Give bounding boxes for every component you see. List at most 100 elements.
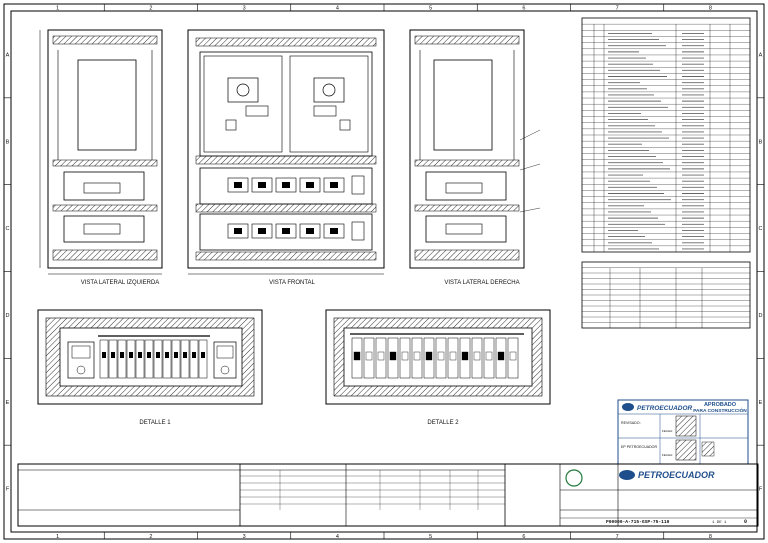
din-module (144, 339, 154, 379)
breaker-module (323, 177, 345, 193)
din-module (435, 337, 447, 379)
din-module (399, 337, 411, 379)
din-module-switch (156, 352, 160, 358)
breaker-module (275, 177, 297, 193)
breaker-module (251, 223, 273, 239)
breaker-handle (234, 182, 242, 188)
grid-row-label: D (6, 313, 10, 319)
din-module-switch (461, 351, 469, 361)
din-module (198, 339, 208, 379)
title-company: PETROECUADOR (638, 470, 715, 480)
din-module-switch (365, 351, 373, 361)
grid-col-label: 3 (243, 6, 246, 12)
breaker-handle (306, 182, 314, 188)
breaker-module (251, 177, 273, 193)
secondary-table (581, 261, 751, 329)
detail-2 (325, 309, 551, 405)
grid-col-label: 7 (616, 6, 619, 12)
stamp-status-2: PARA CONSTRUCCIÓN (693, 406, 747, 414)
stamp-row2-label: EP PETROECUADOR (621, 445, 657, 449)
din-module-switch (201, 352, 205, 358)
stamp-row2-sub: FECHA: (662, 453, 673, 457)
grid-col-label: 2 (149, 534, 152, 540)
grid-col-label: 1 (56, 534, 59, 540)
din-module (108, 339, 118, 379)
detail-1-label: DETALLE 1 (139, 420, 171, 426)
breaker-handle (330, 182, 338, 188)
din-module (180, 339, 190, 379)
breaker-module (299, 223, 321, 239)
din-module (411, 337, 423, 379)
din-module (153, 339, 163, 379)
grid-row-label: E (759, 400, 763, 406)
grid-col-label: 5 (429, 6, 432, 12)
right-side-view (409, 29, 541, 269)
breaker-handle (330, 228, 338, 234)
din-module-switch (183, 352, 187, 358)
din-module (99, 339, 109, 379)
doc-number: P00000-A-715-GSP-75-110 (606, 519, 670, 525)
din-module (495, 337, 507, 379)
grid-col-label: 6 (522, 6, 525, 12)
front-view (187, 29, 385, 275)
din-module-switch (147, 352, 151, 358)
breaker-handle (282, 228, 290, 234)
grid-col-label: 4 (336, 534, 339, 540)
stamp-company: PETROECUADOR (637, 405, 693, 412)
din-module-switch (509, 351, 517, 361)
din-module (189, 339, 199, 379)
grid-row-label: C (759, 226, 763, 232)
din-module-switch (138, 352, 142, 358)
petroecuador-logo-icon (622, 403, 634, 411)
breaker-module (323, 223, 345, 239)
din-module-switch (473, 351, 481, 361)
din-module (387, 337, 399, 379)
din-module-switch (102, 352, 106, 358)
petroecuador-logo-icon (619, 470, 635, 480)
grid-col-label: 5 (429, 534, 432, 540)
din-module (375, 337, 387, 379)
din-module (171, 339, 181, 379)
front-view-label: VISTA FRONTAL (269, 280, 315, 286)
sheet-number: 1 DE 1 (712, 521, 727, 525)
grid-row-label: A (6, 52, 10, 58)
breaker-module (227, 223, 249, 239)
din-module (126, 339, 136, 379)
stamp-status-1: APROBADO (704, 402, 737, 408)
din-module (423, 337, 435, 379)
din-module (117, 339, 127, 379)
breaker-handle (258, 228, 266, 234)
din-module-switch (437, 351, 445, 361)
din-module (363, 337, 375, 379)
grid-row-label: A (759, 52, 763, 58)
revision: 0 (744, 519, 747, 525)
din-module-switch (174, 352, 178, 358)
grid-col-label: 3 (243, 534, 246, 540)
breaker-handle (258, 182, 266, 188)
breaker-module (299, 177, 321, 193)
grid-row-label: C (6, 226, 10, 232)
stamp-row1-sub: FECHA: (662, 429, 673, 433)
din-module-switch (165, 352, 169, 358)
din-module-switch (401, 351, 409, 361)
grid-col-label: 8 (709, 6, 712, 12)
din-module (507, 337, 519, 379)
title-block (17, 463, 759, 527)
din-module (162, 339, 172, 379)
grid-col-label: 6 (522, 534, 525, 540)
din-module-switch (111, 352, 115, 358)
din-module-switch (377, 351, 385, 361)
grid-row-label: D (759, 313, 763, 319)
terminal-block (351, 221, 365, 241)
din-module-switch (120, 352, 124, 358)
din-module (135, 339, 145, 379)
right-view-label: VISTA LATERAL DERECHA (444, 280, 519, 286)
qr-code-icon (675, 439, 697, 461)
company-logo-icon (565, 469, 583, 487)
breaker-module (275, 223, 297, 239)
grid-col-label: 8 (709, 534, 712, 540)
din-module-switch (449, 351, 457, 361)
din-module (459, 337, 471, 379)
